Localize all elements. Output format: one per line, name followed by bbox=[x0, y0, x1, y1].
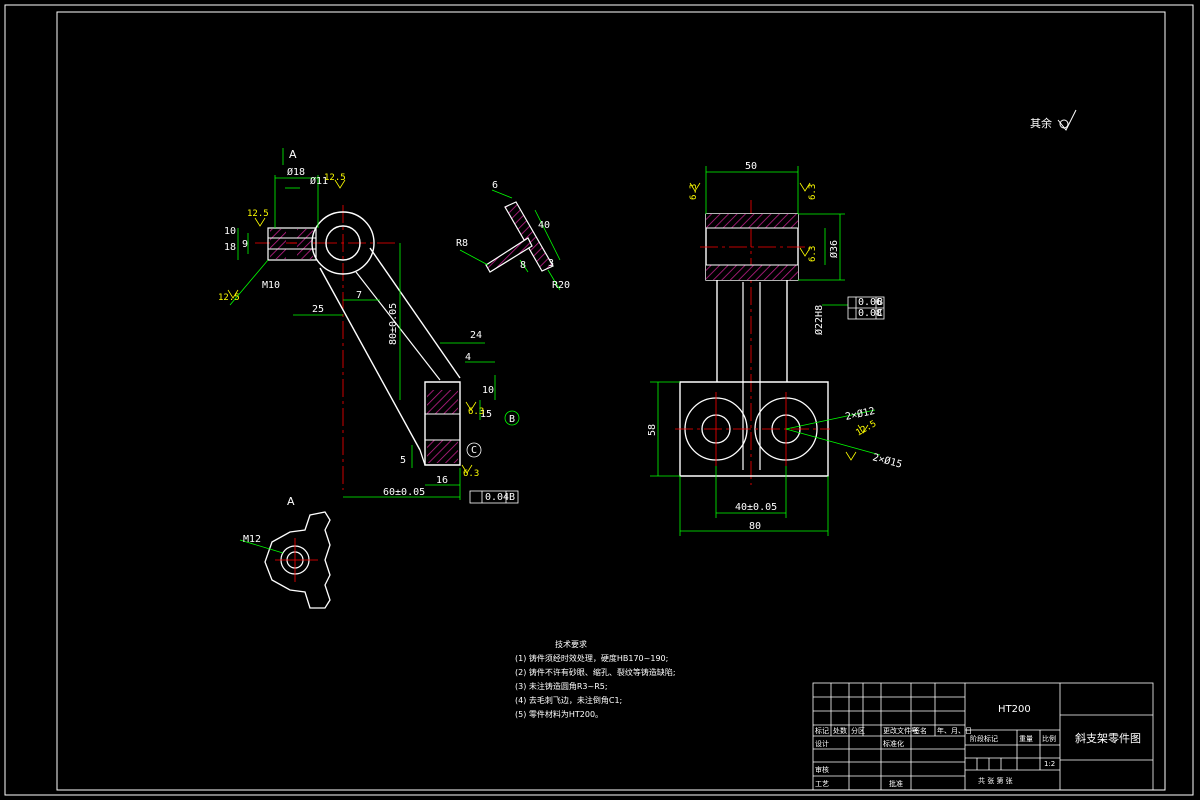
outer-border bbox=[4, 4, 1194, 796]
sec-dim-3: 3 bbox=[548, 258, 554, 269]
tb-stage-mark: 阶段标记 bbox=[970, 734, 998, 743]
tech-item-4: (4) 去毛刺飞边，未注倒角C1; bbox=[515, 695, 622, 705]
dim-d11: Ø11 bbox=[310, 175, 328, 187]
datum-b-label: B bbox=[509, 414, 515, 425]
section-view bbox=[459, 189, 561, 291]
right-ra-12-5: 12.5 bbox=[855, 419, 879, 439]
sec-dim-8: 8 bbox=[520, 260, 526, 271]
right-tol-2: 0.08 bbox=[858, 308, 882, 319]
title-block bbox=[812, 682, 1154, 791]
ra-6-3-b: 6.3 bbox=[463, 469, 479, 479]
sec-dim-40: 40 bbox=[538, 220, 550, 231]
dim-d18: Ø18 bbox=[287, 166, 305, 178]
sec-r20: R20 bbox=[552, 280, 570, 291]
tb-standardize: 标准化 bbox=[883, 739, 904, 748]
tol-datum-b: B bbox=[509, 492, 515, 503]
tb-scale-label: 比例 bbox=[1042, 734, 1056, 743]
right-tol-1-datum: B bbox=[877, 297, 883, 308]
dim-60: 60±0.05 bbox=[383, 487, 425, 498]
tb-change-doc: 更改文件号 bbox=[883, 726, 918, 735]
right-ra-6-3-c: 6.3 bbox=[808, 246, 818, 262]
sec-r8: R8 bbox=[456, 238, 468, 249]
tech-item-1: (1) 铸件须经时效处理，硬度HB170~190; bbox=[515, 653, 668, 663]
tech-item-3: (3) 未注铸造圆角R3~R5; bbox=[515, 681, 608, 691]
tech-item-5: (5) 零件材料为HT200。 bbox=[515, 709, 603, 719]
tb-design: 设计 bbox=[815, 739, 829, 748]
dim-m10: M10 bbox=[262, 280, 280, 291]
drawing-title: 斜支架零件图 bbox=[1075, 732, 1141, 745]
tb-check: 审核 bbox=[815, 765, 829, 774]
tb-scale-value: 1:2 bbox=[1044, 760, 1055, 768]
right-dim-2x15: 2×Ø15 bbox=[871, 451, 903, 470]
tb-mark: 标记 bbox=[815, 726, 829, 735]
dim-15: 15 bbox=[480, 409, 492, 420]
right-ra-6-3-b: 6.3 bbox=[808, 184, 818, 200]
inner-border bbox=[56, 11, 1166, 791]
tech-heading: 技术要求 bbox=[555, 639, 587, 649]
tb-approve: 批准 bbox=[889, 779, 903, 788]
ra-12-5-c: 12.5 bbox=[218, 293, 240, 303]
dim-25: 25 bbox=[312, 304, 324, 315]
right-dim-50: 50 bbox=[745, 161, 757, 172]
right-view bbox=[650, 166, 885, 536]
right-dim-58: 58 bbox=[647, 424, 658, 436]
tb-zone: 分区 bbox=[851, 726, 865, 735]
dim-4: 4 bbox=[465, 352, 471, 363]
view-label-a-bottom: A bbox=[287, 495, 295, 508]
surface-note: 其余 bbox=[1030, 116, 1052, 130]
ra-6-3-a: 6.3 bbox=[468, 407, 484, 417]
right-ra-6-3-a: 6.3 bbox=[689, 184, 699, 200]
tb-craft: 工艺 bbox=[815, 780, 829, 788]
view-a-m12: M12 bbox=[243, 534, 261, 545]
dim-80: 80±0.05 bbox=[388, 303, 399, 345]
view-label-a-top: A bbox=[289, 148, 297, 161]
ra-12-5-top: 12.5 bbox=[324, 173, 346, 183]
dim-10b: 10 bbox=[482, 385, 494, 396]
dim-7: 7 bbox=[356, 290, 362, 301]
ra-12-5-b: 12.5 bbox=[247, 209, 269, 219]
tb-weight: 重量 bbox=[1019, 735, 1033, 743]
right-dim-d36: Ø36 bbox=[828, 240, 840, 258]
tb-date: 年、月、日 bbox=[937, 726, 972, 735]
tol-0-04: 0.04 bbox=[485, 492, 509, 503]
dim-16: 16 bbox=[436, 475, 448, 486]
dim-5: 5 bbox=[400, 455, 406, 466]
right-dim-40: 40±0.05 bbox=[735, 502, 777, 513]
sec-dim-6: 6 bbox=[492, 180, 498, 191]
right-dim-d22: Ø22H8 bbox=[813, 305, 825, 335]
dim-9: 9 bbox=[242, 239, 248, 250]
roughness-symbol-icon bbox=[1057, 109, 1077, 131]
left-view bbox=[227, 148, 520, 504]
datum-c-label: C bbox=[471, 445, 477, 456]
tb-count: 处数 bbox=[833, 726, 847, 735]
view-a bbox=[239, 511, 331, 609]
dim-18: 18 bbox=[224, 242, 236, 253]
material-text: HT200 bbox=[998, 704, 1031, 715]
dim-24: 24 bbox=[470, 330, 482, 341]
tb-sign: 签名 bbox=[913, 726, 927, 735]
right-tol-2-datum: C bbox=[877, 308, 883, 319]
right-tol-1: 0.06 bbox=[858, 297, 882, 308]
tb-sheets: 共 张 第 张 bbox=[978, 776, 1013, 785]
right-dim-80: 80 bbox=[749, 521, 761, 532]
dim-10: 10 bbox=[224, 226, 236, 237]
tech-item-2: (2) 铸件不许有砂眼、缩孔、裂纹等铸造缺陷; bbox=[515, 667, 676, 677]
